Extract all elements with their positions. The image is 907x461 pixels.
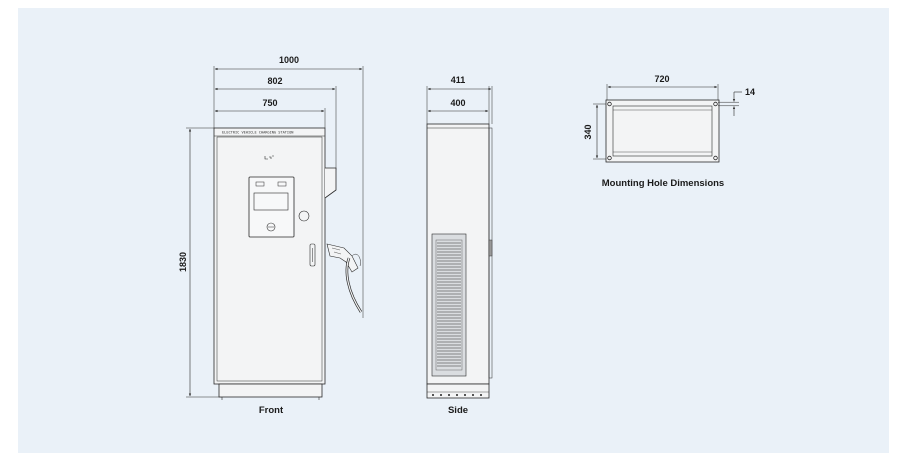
display-screen [253, 192, 289, 211]
emergency-button-icon [266, 222, 276, 232]
mounting-hole-tl [607, 101, 612, 107]
front-view [186, 66, 364, 400]
dim-label-411: 411 [451, 75, 466, 85]
side-caption: Side [448, 405, 468, 416]
mounting-hole-br [713, 155, 718, 161]
charging-connector [326, 243, 359, 273]
side-view [426, 86, 493, 399]
dim-label-1830: 1830 [178, 252, 188, 272]
dim-label-400: 400 [450, 98, 465, 108]
card-slot-right [277, 181, 287, 187]
mounting-hole-tr [713, 101, 718, 107]
mounting-view [593, 84, 742, 163]
front-header-label: ELECTRIC VEHICLE CHARGING STATION [222, 131, 293, 135]
dim-label-14: 14 [745, 87, 755, 97]
control-panel [248, 176, 295, 238]
brand-logo-icon [264, 155, 274, 160]
cable-holster [324, 167, 337, 199]
front-caption: Front [259, 405, 284, 416]
mounting-caption: Mounting Hole Dimensions [602, 178, 724, 189]
dim-label-802: 802 [267, 76, 282, 86]
front-cabinet [213, 127, 326, 385]
dim-label-750: 750 [262, 98, 277, 108]
card-slot-left [255, 181, 265, 187]
mounting-plate [605, 99, 720, 163]
dim-label-1000: 1000 [279, 55, 299, 65]
door-handle [309, 243, 316, 267]
status-light [298, 210, 310, 222]
dim-label-340: 340 [583, 124, 593, 139]
mounting-hole-bl [607, 155, 612, 161]
front-base [218, 383, 323, 398]
dim-label-720: 720 [654, 74, 669, 84]
